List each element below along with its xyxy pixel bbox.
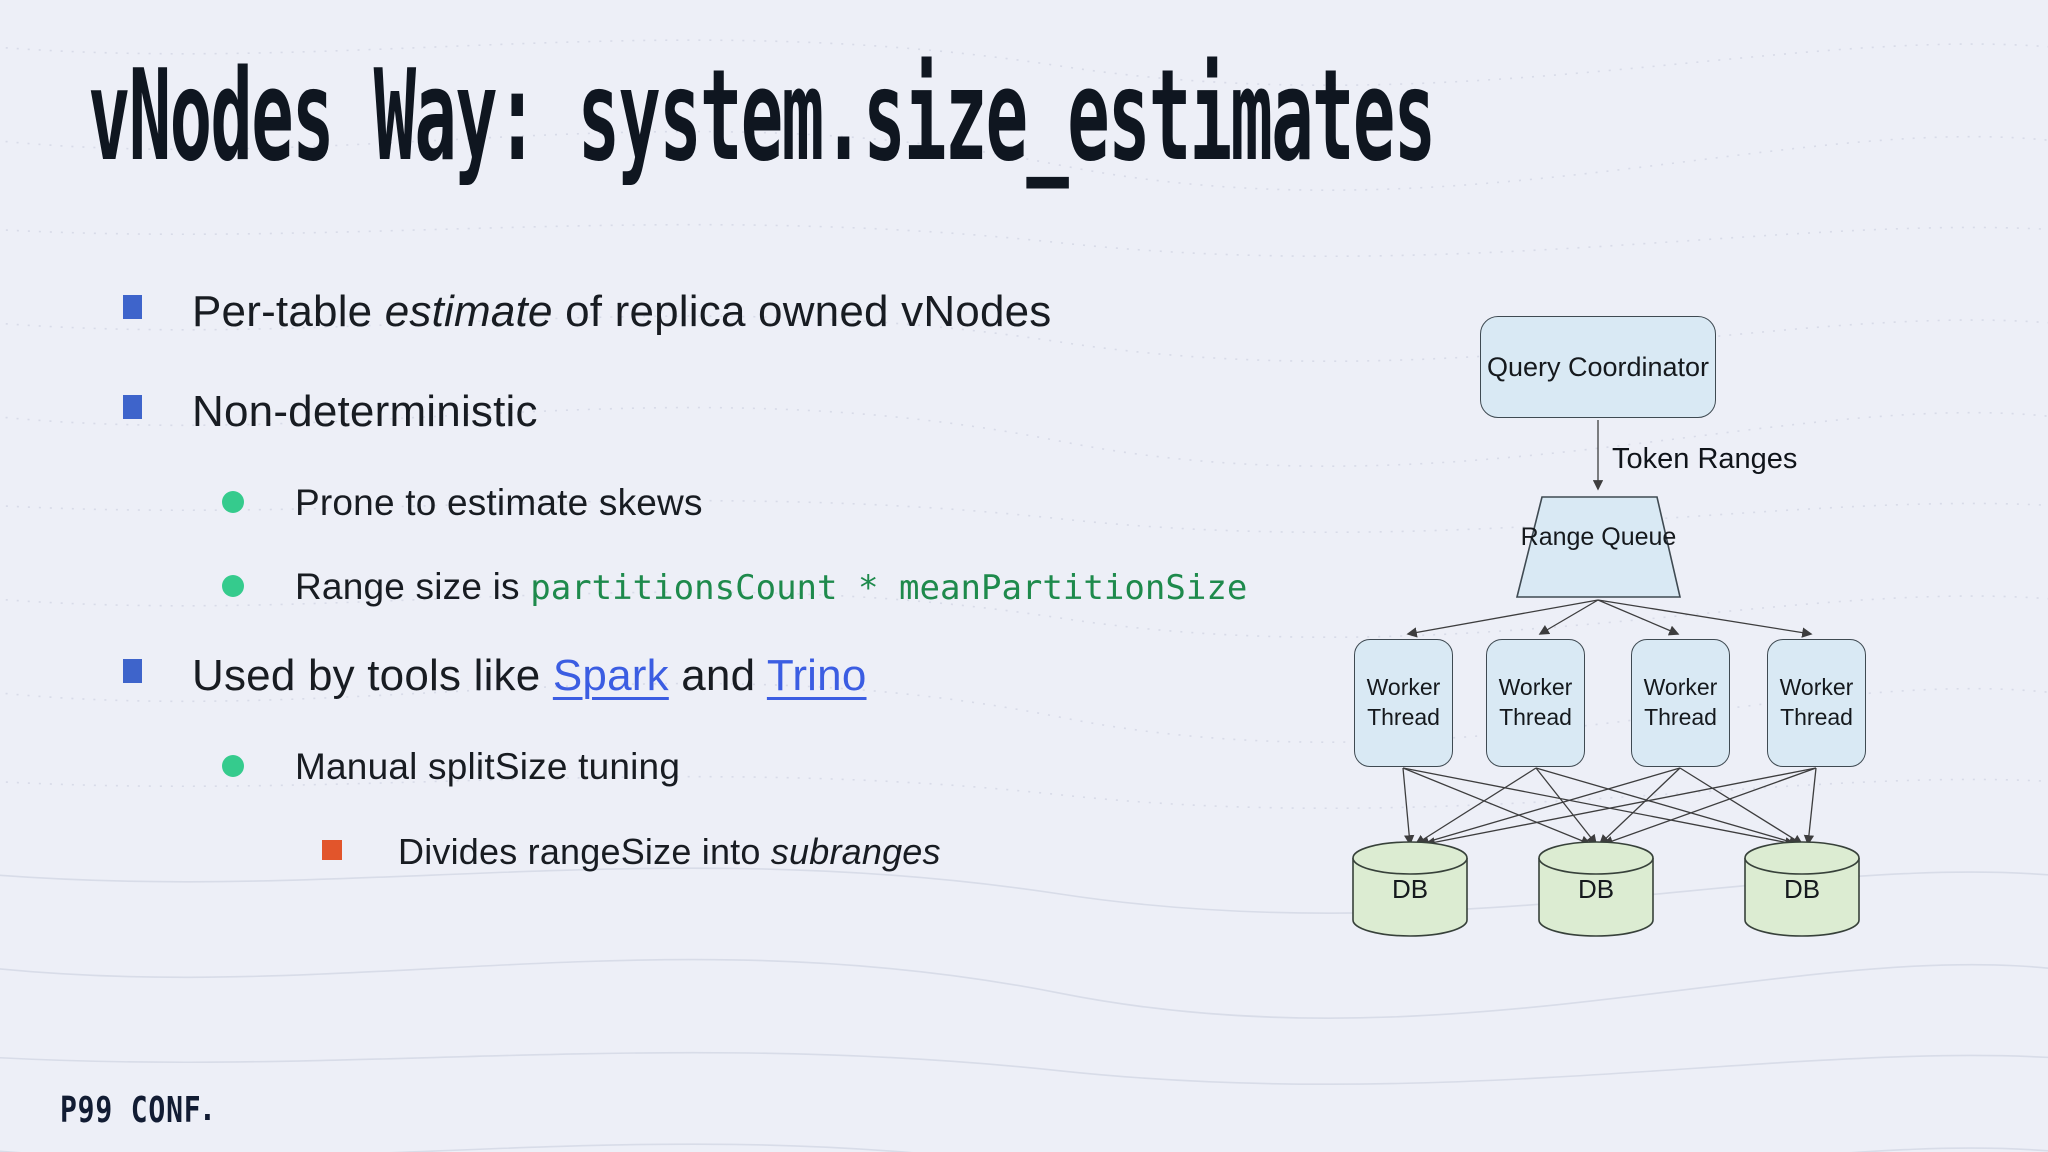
db-cylinder: [1538, 858, 1654, 937]
text-run: estimate: [384, 287, 553, 336]
link-trino[interactable]: Trino: [766, 651, 867, 700]
edge-worker-db: [1414, 767, 1537, 845]
wave-line: [0, 682, 2048, 743]
p99-conf-logo-text: P99 CONF: [60, 1090, 211, 1131]
text-run: Divides rangeSize into: [398, 831, 771, 872]
edge-worker-db: [1424, 767, 1817, 848]
edge-queue-worker: [1597, 599, 1813, 638]
square-blue-bullet-marker: [123, 659, 142, 683]
wave-line: [0, 1051, 2048, 1086]
query-coordinator-label: Query Coordinator: [1486, 351, 1710, 382]
edge-queue-worker: [1406, 599, 1599, 638]
edge-worker-db: [1402, 767, 1415, 846]
text-run: partitionsCount * meanPartitionSize: [530, 568, 1248, 608]
edge-worker-db: [1418, 767, 1681, 847]
bullet-text: Divides rangeSize into subranges: [398, 831, 941, 873]
db-cylinder-top: [1744, 841, 1860, 875]
bullet-item-7: Divides rangeSize into subranges: [0, 831, 2048, 887]
square-blue-bullet-marker: [123, 395, 142, 419]
edge-queue-worker: [1538, 599, 1599, 635]
text-run: Used by tools like: [192, 651, 553, 700]
db-cylinder-top: [1352, 841, 1468, 875]
text-run: Prone to estimate skews: [295, 482, 703, 523]
circle-green-bullet-marker: [222, 575, 244, 597]
worker-thread-node-3: Worker Thread: [1631, 639, 1730, 767]
db-cylinder-top: [1538, 841, 1654, 875]
slide-title-text: vNodes Way: system.size_estimates: [88, 42, 1436, 189]
db-cylinder: [1352, 858, 1468, 937]
worker-thread-node-4: Worker Thread: [1767, 639, 1866, 767]
bullet-item-4: Range size is partitionsCount * meanPart…: [0, 566, 2048, 622]
edge-queue-worker: [1597, 599, 1680, 636]
query-coordinator-node: Query Coordinator: [1480, 316, 1716, 418]
edge-worker-db: [1598, 767, 1681, 846]
square-orange-bullet-marker: [322, 840, 342, 860]
bullet-text: Used by tools like Spark and Trino: [192, 651, 867, 701]
range-queue-label: Range Queue: [1520, 523, 1677, 551]
text-run: of replica owned vNodes: [552, 287, 1052, 336]
slide-title: vNodes Way: system.size_estimates: [88, 42, 2048, 189]
worker-thread-node-2: Worker Thread: [1486, 639, 1585, 767]
wave-line: [0, 958, 2048, 1019]
square-blue-bullet-marker: [123, 295, 142, 319]
bullet-text: Range size is partitionsCount * meanPart…: [295, 566, 1247, 608]
edge-worker-db: [1602, 767, 1817, 846]
edge-worker-db: [1679, 767, 1804, 845]
text-run: Per-table: [192, 287, 385, 336]
edge-worker-db: [1402, 767, 1592, 846]
circle-green-bullet-marker: [222, 755, 244, 777]
edge-worker-db: [1535, 767, 1800, 847]
db-label-1: DB: [1391, 874, 1429, 904]
db-cylinders: [1352, 841, 1860, 937]
db-label-2: DB: [1577, 874, 1615, 904]
text-run: and: [668, 651, 767, 700]
edge-worker-db: [1803, 767, 1817, 846]
p99-conf-logo: P99 CONF: [60, 1090, 252, 1131]
range-queue-shape: [1515, 496, 1682, 598]
text-run: subranges: [770, 831, 941, 872]
token-ranges-label: Token Ranges: [1612, 443, 1798, 475]
bullet-text: Manual splitSize tuning: [295, 746, 680, 788]
logo-dot: [205, 1114, 211, 1120]
bullet-text: Per-table estimate of replica owned vNod…: [192, 287, 1052, 337]
bullet-item-6: Manual splitSize tuning: [0, 746, 2048, 802]
db-label-3: DB: [1783, 874, 1821, 904]
circle-green-bullet-marker: [222, 491, 244, 513]
db-cylinder: [1744, 858, 1860, 937]
text-run: Manual splitSize tuning: [295, 746, 681, 787]
text-run: Range size is: [295, 566, 531, 607]
bullet-text: Prone to estimate skews: [295, 482, 703, 524]
wave-line: [0, 130, 2048, 191]
text-run: Non-deterministic: [192, 387, 538, 436]
edge-worker-db: [1535, 767, 1597, 846]
wave-line: [0, 406, 2048, 467]
bullet-item-5: Used by tools like Spark and Trino: [0, 651, 2048, 707]
bullet-item-3: Prone to estimate skews: [0, 482, 2048, 538]
worker-thread-node-1: Worker Thread: [1354, 639, 1453, 767]
link-spark[interactable]: Spark: [552, 651, 669, 700]
bullet-item-2: Non-deterministic: [0, 387, 2048, 443]
bullet-item-1: Per-table estimate of replica owned vNod…: [0, 287, 2048, 343]
edge-worker-db: [1402, 767, 1796, 848]
bullet-text: Non-deterministic: [192, 387, 538, 437]
